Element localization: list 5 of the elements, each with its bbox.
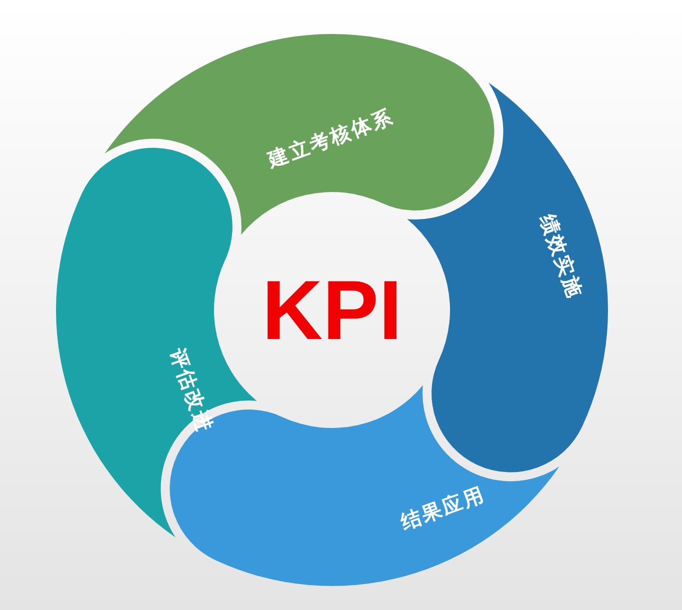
kpi-label: KPI <box>262 268 402 352</box>
segment-label: 结果应用 <box>397 480 490 536</box>
segment-label: 建立考核体系 <box>264 103 398 174</box>
segment-label: 评估改进 <box>164 344 219 437</box>
segment-label: 绩效实施 <box>534 210 589 302</box>
